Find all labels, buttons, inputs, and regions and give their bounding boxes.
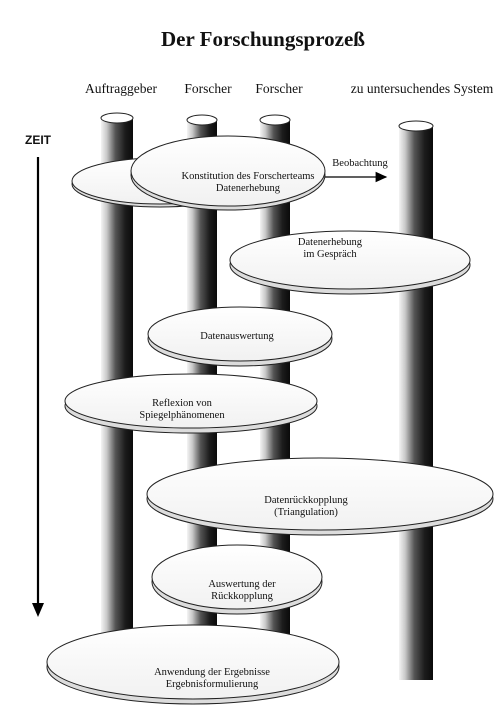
stage-label-auswertung-rk-line2: Rückkopplung [211,591,274,602]
stage-disc-konstitution: Konstitution des Forscherteams Datenerhe… [71,135,326,211]
stage-disc-gespraech: Datenerhebung im Gespräch [229,230,471,295]
stage-label-konstitution-line1: Konstitution des Forscherteams [182,171,315,182]
stage-label-rueckkopplung-line2: (Triangulation) [274,507,338,518]
column-label-auftraggeber: Auftraggeber [85,81,157,96]
time-axis-label: ZEIT [25,133,52,147]
stage-label-reflexion-line2: Spiegelphänomenen [139,410,225,421]
stage-label-reflexion-line1: Reflexion von [152,398,213,409]
observation-label: Beobachtung [332,158,388,169]
pillar-system [398,120,434,680]
stage-label-anwendung-line1: Anwendung der Ergebnisse [154,667,270,678]
stage-label-gespraech-line2: im Gespräch [303,249,357,260]
stage-disc-anwendung: Anwendung der Ergebnisse Ergebnisformuli… [46,624,340,705]
stage-disc-rueckkopplung: Datenrückkopplung (Triangulation) [146,457,494,536]
stage-label-auswertung: Datenauswertung [200,331,274,342]
stage-label-rueckkopplung-line1: Datenrückkopplung [264,495,348,506]
observation-arrow: Beobachtung [325,158,388,183]
column-label-forscher-2: Forscher [255,81,303,96]
diagram-title: Der Forschungsprozeß [161,27,365,51]
column-label-forscher-1: Forscher [184,81,232,96]
time-axis-arrowhead [32,603,44,617]
stage-label-gespraech-line1: Datenerhebung [298,237,363,248]
stage-label-anwendung-line2: Ergebnisformulierung [166,679,259,690]
stage-label-konstitution-line2: Datenerhebung [216,183,281,194]
stage-disc-auswertung: Datenauswertung [147,306,333,367]
stage-disc-auswertung-rueckkopplung: Auswertung der Rückkopplung [151,544,323,615]
stage-disc-reflexion: Reflexion von Spiegelphänomenen [64,373,318,434]
stage-label-auswertung-rk-line1: Auswertung der [208,579,276,590]
column-label-system: zu untersuchendes System [351,81,494,96]
